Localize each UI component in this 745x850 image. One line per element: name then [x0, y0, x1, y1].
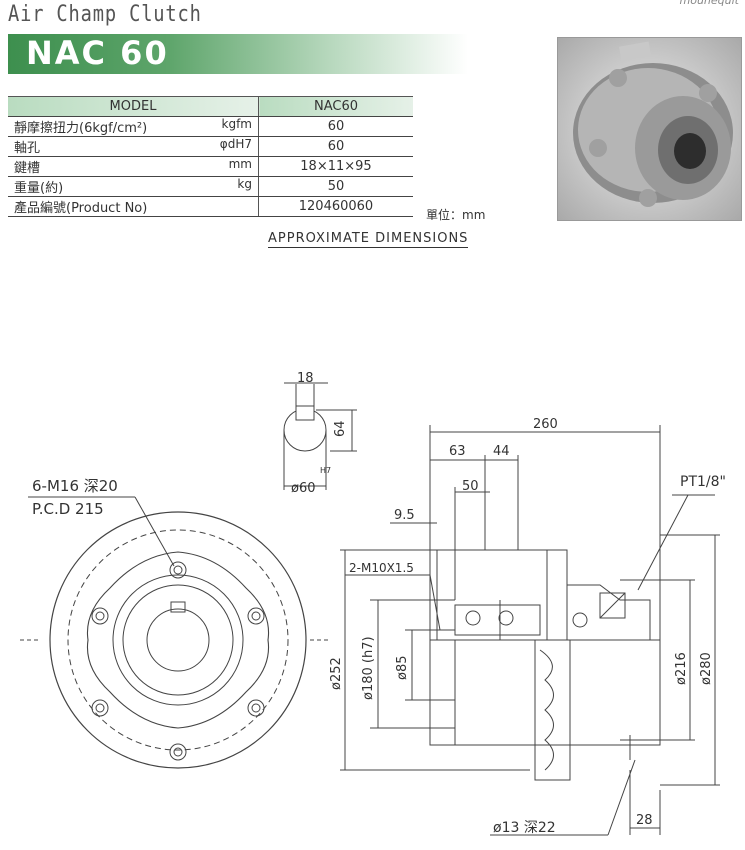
- dim-length-9-5: 9.5: [394, 508, 415, 523]
- approx-dimensions-title: APPROXIMATE DIMENSIONS: [268, 231, 469, 248]
- spec-row: 產品編號(Product No) 120460060: [8, 196, 413, 217]
- spec-row-unit: φdH7: [219, 137, 252, 151]
- dim-tap: 2-M10X1.5: [349, 561, 414, 575]
- unit-note: 單位：mm: [426, 208, 486, 222]
- dim-d180: ø180 (h7): [361, 636, 376, 700]
- spec-row: 靜摩擦扭力(6kgf/cm²) kgfm 60: [8, 116, 413, 137]
- dim-length-63: 63: [449, 444, 466, 459]
- dim-length-28: 28: [636, 813, 653, 828]
- dim-d252: ø252: [329, 657, 344, 690]
- dim-d216: ø216: [674, 652, 689, 685]
- spec-table-header: MODEL NAC60: [8, 96, 413, 117]
- spec-row: 鍵槽 mm 18×11×95: [8, 156, 413, 177]
- dim-length-50: 50: [462, 479, 479, 494]
- product-photo: [557, 37, 742, 221]
- spec-row-value: 60: [258, 116, 413, 137]
- dim-length-total: 260: [533, 417, 558, 432]
- dim-d280: ø280: [699, 652, 714, 685]
- dim-key-height: 64: [333, 420, 348, 437]
- spec-row-value: 120460060: [258, 196, 413, 217]
- model-banner: NAC 60: [8, 34, 468, 74]
- spec-row-unit: kgfm: [221, 117, 252, 131]
- spec-row-label: 鍵槽: [14, 161, 41, 176]
- corner-text: mounequit: [679, 0, 739, 7]
- spec-row-label: 軸孔: [14, 141, 41, 156]
- brand-title: Air Champ Clutch: [8, 2, 202, 27]
- dim-pt: PT1/8": [680, 474, 726, 490]
- spec-row-label: 重量(約): [14, 181, 64, 196]
- spec-row-value: 50: [258, 176, 413, 197]
- spec-head-label: MODEL: [8, 96, 259, 117]
- spec-head-value: NAC60: [258, 96, 413, 117]
- spec-row: 重量(約) kg 50: [8, 176, 413, 197]
- dim-shaft-tol: H7: [320, 466, 331, 475]
- dim-key-width: 18: [297, 371, 314, 386]
- dim-pcd: P.C.D 215: [32, 500, 104, 518]
- dim-bolt-spec: 6-M16 深20: [32, 477, 118, 495]
- spec-row-unit: mm: [228, 157, 252, 171]
- dim-length-44: 44: [493, 444, 510, 459]
- clutch-photo-icon: [573, 41, 733, 207]
- dim-hole: ø13 深22: [493, 820, 556, 836]
- model-title: NAC 60: [26, 34, 169, 72]
- spec-row: 軸孔 φdH7 60: [8, 136, 413, 157]
- spec-row-label: 產品編號(Product No): [14, 201, 148, 216]
- dim-shaft-dia: ø60: [291, 481, 316, 496]
- spec-row-unit: kg: [237, 177, 252, 191]
- spec-row-value: 18×11×95: [258, 156, 413, 177]
- spec-table: MODEL NAC60 靜摩擦扭力(6kgf/cm²) kgfm 60 軸孔 φdH…: [8, 96, 413, 217]
- dim-d85: ø85: [395, 656, 410, 681]
- spec-row-label: 靜摩擦扭力(6kgf/cm²): [14, 121, 148, 136]
- spec-row-value: 60: [258, 136, 413, 157]
